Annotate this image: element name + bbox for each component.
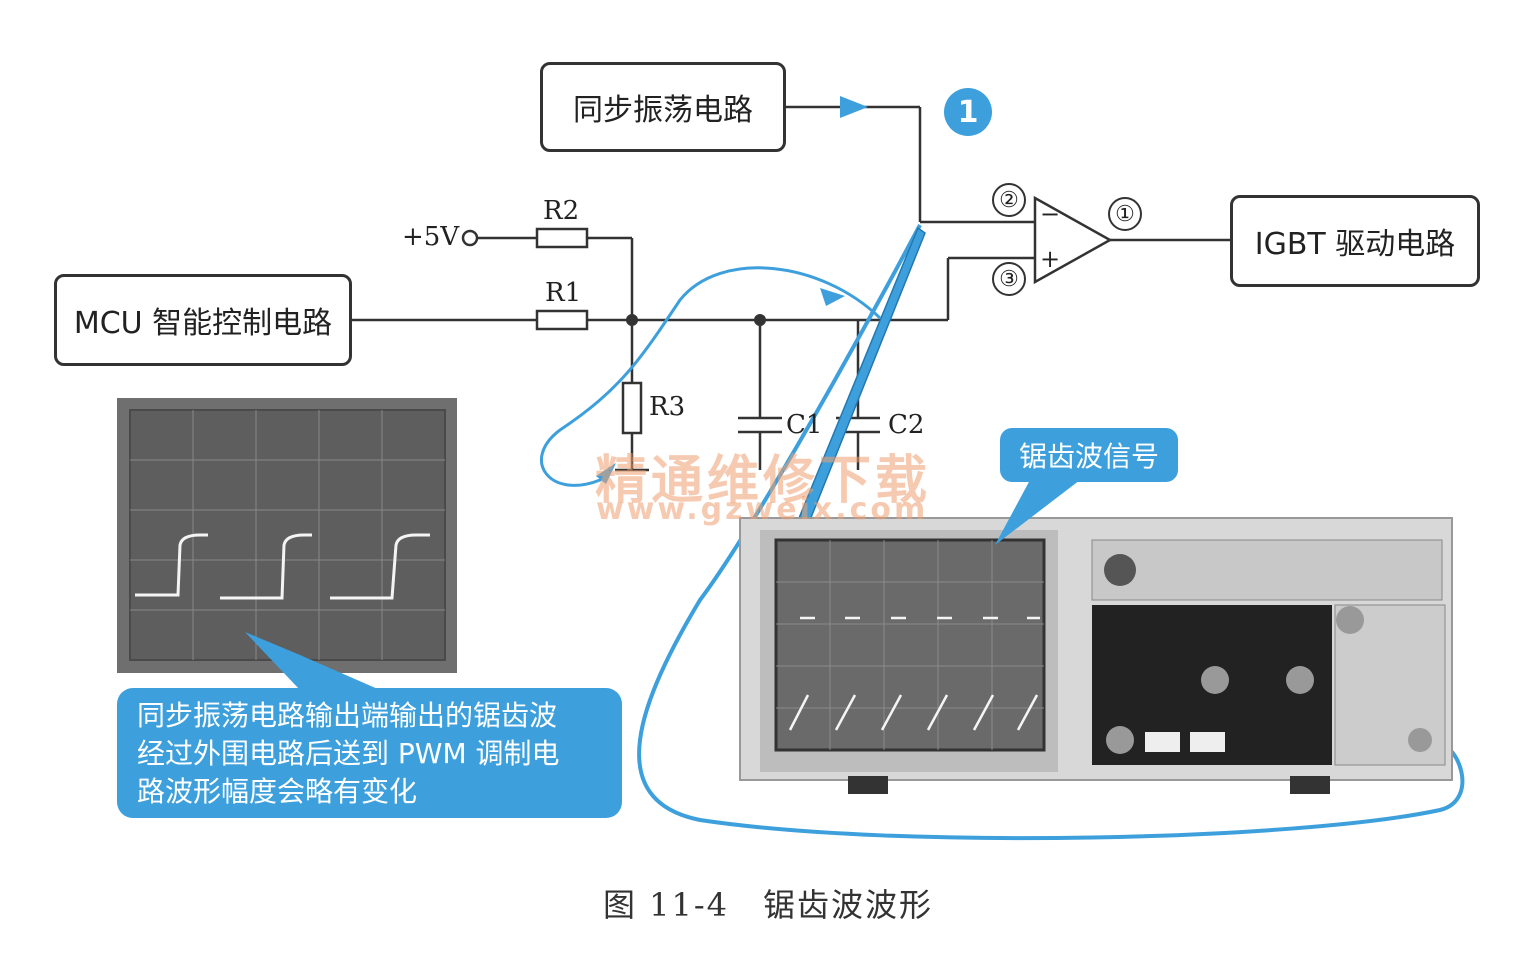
description-line-2: 经过外围电路后送到 PWM 调制电	[137, 737, 560, 770]
pin-2-text: ②	[999, 187, 1019, 213]
opamp-plus-sign: +	[1040, 245, 1061, 273]
description-line-3: 路波形幅度会略有变化	[137, 775, 418, 808]
figure-caption: 图 11-4 锯齿波波形	[602, 886, 934, 924]
r3-label: R3	[649, 392, 686, 422]
opamp-minus-sign: −	[1040, 200, 1061, 228]
step-marker-number: 1	[957, 94, 979, 130]
igbt-driver-block: IGBT 驱动电路	[1230, 195, 1480, 287]
step-marker: 1	[944, 88, 992, 136]
pin-1-text: ①	[1115, 201, 1135, 227]
r2-label: R2	[543, 196, 580, 226]
sawtooth-callout: 锯齿波信号	[1000, 428, 1178, 482]
watermark-text: 精通维修下载	[595, 451, 932, 511]
description-line-1: 同步振荡电路输出端输出的锯齿波	[137, 699, 558, 732]
vcc-label: +5V	[402, 222, 460, 252]
mcu-label: MCU 智能控制电路	[73, 306, 333, 341]
pin-3-text: ③	[999, 266, 1019, 292]
sync-oscillator-block: 同步振荡电路	[540, 62, 786, 152]
mcu-block: MCU 智能控制电路	[54, 274, 352, 366]
c2-label: C2	[888, 410, 925, 440]
r1-label: R1	[545, 278, 582, 308]
sawtooth-callout-text: 锯齿波信号	[1018, 440, 1159, 473]
opamp-pin-1: ①	[1108, 197, 1142, 231]
igbt-label: IGBT 驱动电路	[1254, 227, 1456, 262]
c1-label: C1	[786, 410, 823, 440]
description-callout: 同步振荡电路输出端输出的锯齿波 经过外围电路后送到 PWM 调制电 路波形幅度会…	[117, 688, 622, 818]
opamp-pin-2: ②	[992, 183, 1026, 217]
watermark-url: www.gzweix.com	[596, 492, 929, 527]
sync-oscillator-label: 同步振荡电路	[573, 93, 753, 128]
opamp-pin-3: ③	[992, 262, 1026, 296]
